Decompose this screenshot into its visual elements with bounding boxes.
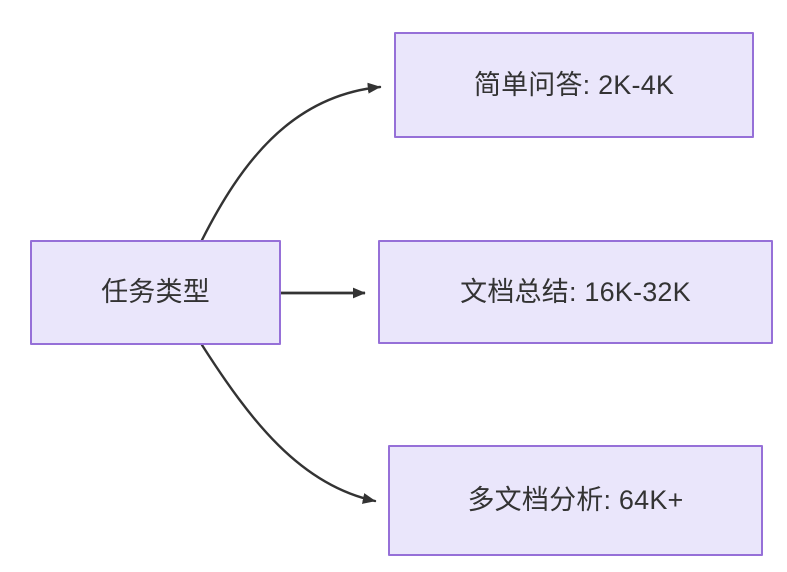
edge-source-to-multidoc (200, 343, 377, 504)
node-doc-summary[interactable]: 文档总结: 16K-32K (378, 240, 773, 344)
node-task-type[interactable]: 任务类型 (30, 240, 281, 345)
node-task-type-label: 任务类型 (101, 277, 210, 307)
node-simple-qa[interactable]: 简单问答: 2K-4K (394, 32, 754, 138)
node-doc-summary-label: 文档总结: 16K-32K (460, 276, 691, 307)
node-simple-qa-label: 简单问答: 2K-4K (473, 69, 675, 100)
edge-source-to-simple-qa (200, 82, 382, 242)
node-multidoc-analysis-label: 多文档分析: 64K+ (467, 485, 684, 515)
node-multidoc-analysis[interactable]: 多文档分析: 64K+ (388, 445, 763, 556)
